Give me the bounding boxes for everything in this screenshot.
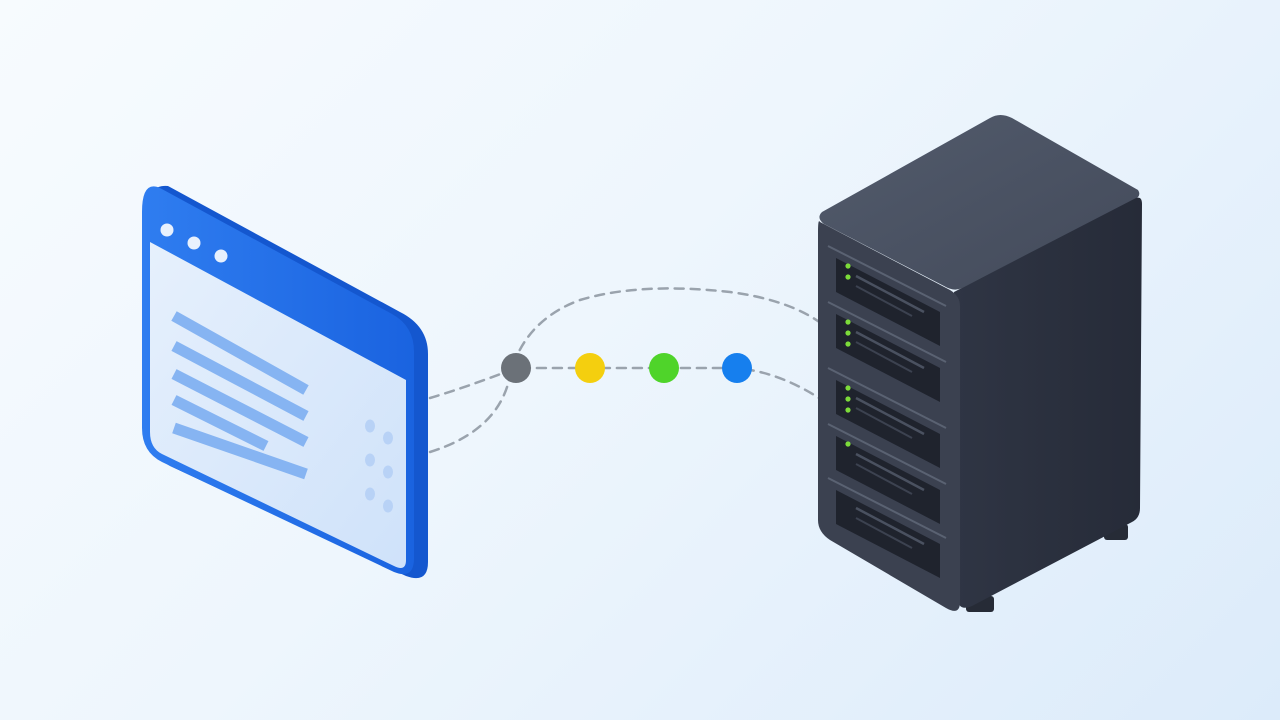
content-line	[171, 369, 309, 447]
status-led	[845, 319, 851, 325]
content-line	[171, 341, 309, 421]
bay-slot	[855, 407, 913, 439]
rack-top	[819, 115, 1140, 290]
side-dot	[365, 487, 375, 501]
bay-slot	[855, 463, 913, 495]
bay-frame	[827, 477, 947, 539]
side-dot	[383, 465, 393, 479]
server-rack	[818, 115, 1142, 612]
status-led	[845, 263, 851, 269]
side-dot	[365, 419, 375, 433]
connection-line-middle	[428, 366, 824, 402]
bay-slot	[855, 506, 925, 546]
content-lines	[171, 311, 309, 480]
bay-frame	[827, 423, 947, 485]
status-led	[845, 441, 851, 447]
server-bay	[827, 301, 947, 402]
green-packet	[649, 353, 679, 383]
side-dot	[383, 431, 393, 445]
content-line	[171, 395, 269, 451]
status-led	[845, 385, 851, 391]
bay-frame	[827, 245, 947, 307]
status-led	[845, 274, 851, 280]
bay-slot	[855, 341, 913, 373]
gray-packet	[501, 353, 531, 383]
rack-side	[954, 197, 1142, 608]
title-dot	[214, 249, 228, 263]
side-dots	[365, 419, 393, 513]
yellow-packet	[575, 353, 605, 383]
server-bay	[827, 245, 947, 346]
status-led	[845, 407, 851, 413]
title-bar-dots	[160, 223, 228, 263]
bay-slot	[855, 452, 925, 492]
server-bays	[827, 245, 947, 578]
content-line	[171, 311, 309, 395]
connection-line-upper	[428, 287, 824, 454]
title-dot	[187, 236, 201, 250]
bay-slot	[855, 396, 925, 436]
client-window	[142, 185, 428, 579]
bay-slot	[855, 330, 925, 370]
side-dot	[383, 499, 393, 513]
server-bay	[827, 367, 947, 468]
blue-packet	[722, 353, 752, 383]
server-bay	[827, 477, 947, 578]
bay-frame	[827, 301, 947, 363]
bay-slot	[855, 517, 913, 549]
server-bay	[827, 423, 947, 524]
bay-slot	[855, 285, 913, 317]
data-packets	[501, 353, 752, 383]
side-dot	[365, 453, 375, 467]
bay-slot	[855, 274, 925, 314]
status-led	[845, 396, 851, 402]
title-dot	[160, 223, 174, 237]
status-led	[845, 341, 851, 347]
bay-frame	[827, 367, 947, 429]
connection	[428, 287, 824, 454]
status-led	[845, 330, 851, 336]
content-line	[172, 422, 308, 480]
